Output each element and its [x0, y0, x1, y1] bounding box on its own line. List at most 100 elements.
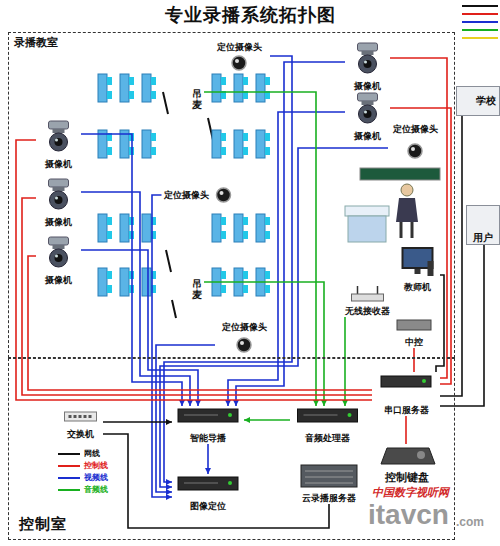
desk [120, 214, 129, 242]
chair [265, 133, 270, 141]
connector [342, 317, 348, 406]
desk [142, 268, 151, 296]
connector [205, 444, 211, 474]
desk [212, 130, 221, 158]
connector [103, 419, 172, 425]
connector [156, 345, 215, 495]
chair [129, 77, 134, 85]
connector [81, 250, 201, 406]
ptz-camera: 摄像机 [36, 178, 81, 228]
connector [16, 140, 372, 400]
camera-lens [55, 196, 63, 204]
desk [142, 214, 151, 242]
chair [265, 231, 270, 239]
mic-sticks [163, 92, 213, 318]
desk [98, 214, 107, 242]
cloud-server: 云录播服务器 [290, 462, 368, 504]
chair [243, 77, 248, 85]
legend-text: 视频线 [84, 472, 108, 484]
connector-line [81, 250, 198, 406]
controller-body [397, 320, 431, 330]
ceiling-mic: 吊麦 [190, 275, 204, 303]
device-led [348, 413, 352, 417]
connector [233, 62, 345, 406]
connector [204, 282, 327, 406]
desk [142, 130, 151, 158]
user-box: 用户 [466, 205, 500, 245]
teacher-leg [400, 222, 403, 238]
switch-port [74, 415, 77, 418]
legend-swatch [58, 453, 80, 455]
teacher-head [401, 184, 413, 196]
chair [151, 77, 156, 85]
chair [243, 271, 248, 279]
node-label: 云录播服务器 [302, 493, 356, 504]
camera-mount [358, 93, 378, 101]
chair [265, 147, 270, 155]
arrow-head [166, 419, 172, 425]
connector-line [440, 245, 484, 406]
mic-stick [172, 300, 176, 318]
chair [265, 285, 270, 293]
switch-port [89, 415, 92, 418]
ptz-camera: 摄像机 [345, 42, 390, 92]
connector [414, 348, 415, 372]
ptz-camera: 摄像机 [36, 120, 81, 170]
dome-camera [408, 144, 422, 158]
sample-line [462, 29, 498, 31]
chair [265, 271, 270, 279]
connector-line [164, 56, 292, 482]
connector-line [28, 256, 372, 390]
chair [243, 147, 248, 155]
sample-line [462, 13, 498, 15]
keyboard-body [381, 448, 435, 464]
node-label: 音频处理器 [305, 433, 350, 444]
node-label: 图像定位 [190, 501, 226, 512]
node-label: 串口服务器 [384, 405, 429, 416]
camera-neck [53, 245, 65, 249]
chair [107, 147, 112, 155]
connector-line [390, 58, 447, 378]
desk [142, 74, 151, 102]
antenna [377, 286, 379, 294]
connector-line [204, 282, 324, 406]
ptz-camera: 摄像机 [345, 92, 390, 142]
monitor-stand [415, 269, 421, 274]
arrow-head [166, 479, 172, 485]
sample-line [462, 21, 498, 23]
device-led [228, 413, 232, 417]
wireless-receiver: 无线接收器 [335, 285, 400, 317]
locating-camera: 定位摄像头 [162, 185, 233, 205]
chair [221, 77, 226, 85]
legend-swatch [58, 465, 80, 467]
connector-line [390, 108, 451, 384]
device-panel [304, 415, 338, 416]
legend-swatch [58, 489, 80, 491]
camera-head [50, 133, 68, 151]
legend-text: 音频线 [84, 484, 108, 496]
control-keyboard: 控制键盘 [372, 444, 442, 484]
chair [243, 285, 248, 293]
connector [28, 256, 372, 390]
audio-processor: 音频处理器 [290, 406, 365, 444]
camera-mount [49, 179, 69, 187]
lens-glint [55, 255, 58, 258]
node-label: 摄像机 [45, 217, 72, 228]
chair [221, 147, 226, 155]
node-label: 中控 [405, 337, 423, 348]
dome-glint [220, 191, 224, 195]
connector-line [22, 198, 372, 395]
device-panel [184, 483, 218, 484]
chair [107, 271, 112, 279]
lens-glint [55, 139, 58, 142]
connector [440, 116, 462, 396]
node-label: 控制键盘 [385, 471, 429, 484]
chair [107, 285, 112, 293]
node-label: 智能导播 [190, 433, 226, 444]
camera-neck [362, 101, 374, 105]
arrow-head [233, 400, 239, 406]
connector [406, 416, 407, 444]
connector [81, 192, 193, 406]
lens-glint [364, 61, 367, 64]
arrow-head [244, 417, 250, 423]
